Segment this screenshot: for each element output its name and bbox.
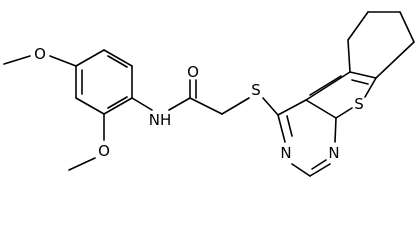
bond <box>334 117 337 143</box>
bond <box>364 77 377 98</box>
bond <box>277 114 286 143</box>
bond <box>168 97 191 111</box>
bond <box>103 49 133 67</box>
bond <box>262 97 279 116</box>
chemical-structure-diagram: O O O NH S N N S <box>3 11 415 177</box>
atom-label-methoxy-oxygen-bottom: O <box>98 142 110 160</box>
bond <box>49 55 77 67</box>
bond <box>277 99 307 116</box>
bond <box>335 107 353 119</box>
bond <box>75 97 105 115</box>
bond <box>311 159 327 170</box>
bond <box>347 39 351 73</box>
bond <box>291 163 311 177</box>
bond <box>75 49 105 67</box>
bond <box>107 96 128 109</box>
bond <box>131 97 153 111</box>
bond <box>351 79 369 85</box>
atom-label-thioether-sulfur: S <box>251 81 261 99</box>
bond <box>305 71 351 101</box>
bond <box>375 41 415 79</box>
bond <box>103 97 133 115</box>
atom-label-carbonyl-oxygen: O <box>187 63 199 81</box>
bonds <box>3 11 415 177</box>
atom-labels: O O O NH S N N S <box>34 45 364 162</box>
bond <box>349 71 377 79</box>
bond <box>347 11 369 41</box>
bond <box>399 11 415 43</box>
bond <box>286 115 293 137</box>
atom-label-pyrimidine-nitrogen-left: N <box>280 144 291 162</box>
atom-label-pyrimidine-nitrogen-right: N <box>328 144 339 162</box>
bond <box>3 55 31 65</box>
atom-label-thiophene-sulfur: S <box>354 95 364 113</box>
bond <box>309 75 342 96</box>
bond <box>189 97 223 115</box>
atom-label-methoxy-oxygen-top: O <box>34 45 46 63</box>
bond <box>68 157 96 171</box>
bond <box>309 163 331 177</box>
bond <box>107 55 128 68</box>
atom-label-amide-nitrogen: NH <box>149 111 172 129</box>
bond <box>305 99 337 119</box>
bond <box>221 97 250 115</box>
